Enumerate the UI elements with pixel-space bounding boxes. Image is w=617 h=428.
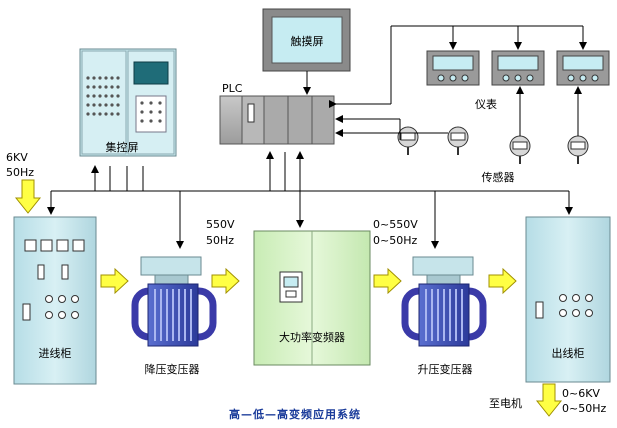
input-freq-label: 50Hz: [6, 166, 34, 179]
indicator-dot: [98, 94, 102, 98]
motor-voltage-label: 0~6KV: [562, 387, 600, 400]
indicator-dot: [110, 112, 114, 116]
indicator-dot: [140, 101, 144, 105]
indicator-dot: [98, 112, 102, 116]
indicator-dot: [86, 85, 90, 89]
inverter-cabinet: [253, 230, 371, 366]
indicator-dot: [92, 85, 96, 89]
indicator-dot: [140, 119, 144, 123]
indicator-dot: [116, 103, 120, 107]
indicator-dot: [92, 103, 96, 107]
indicator-dot: [158, 119, 162, 123]
flow-arrow-1: [100, 267, 129, 295]
indicator-dot: [149, 110, 153, 114]
plc: [219, 95, 335, 145]
indicator-dot: [98, 103, 102, 107]
step-down-transformer: [131, 256, 217, 347]
indicator-dot: [110, 85, 114, 89]
indicator-dot: [104, 76, 108, 80]
diagram-caption: 高—低—高变频应用系统: [229, 407, 361, 421]
instrument-3: [556, 50, 610, 86]
indicator-dot: [98, 76, 102, 80]
indicator-dot: [149, 119, 153, 123]
step-up-transformer: [401, 256, 487, 347]
indicator-dot: [104, 103, 108, 107]
indicator-dot: [140, 110, 144, 114]
incoming-cabinet-label: 进线柜: [39, 346, 72, 360]
indicator-dot: [158, 101, 162, 105]
motor-freq-label: 0~50Hz: [562, 402, 606, 415]
connection-lines: [47, 25, 587, 249]
flow-arrow-3: [373, 267, 402, 295]
incoming-cabinet: [13, 216, 97, 385]
mid-freq-label: 50Hz: [206, 234, 234, 247]
flow-arrow-4: [488, 267, 517, 295]
out-freq-label: 0~50Hz: [373, 234, 417, 247]
flow-arrow-2: [211, 267, 240, 295]
indicator-dot: [104, 85, 108, 89]
indicator-dot: [86, 76, 90, 80]
sensors-label: 传感器: [482, 171, 515, 184]
indicator-dot: [158, 110, 162, 114]
inverter-label: 大功率变频器: [279, 330, 345, 344]
outgoing-cabinet-label: 出线柜: [552, 346, 585, 360]
indicator-dot: [92, 94, 96, 98]
indicator-dot: [92, 112, 96, 116]
instrument-1: [426, 50, 480, 86]
sensor-3: [509, 135, 531, 164]
to-motor-label: 至电机: [489, 396, 522, 410]
control-cabinet-label: 集控屏: [106, 140, 139, 154]
step-down-label: 降压变压器: [145, 362, 200, 376]
output-power-arrow: [535, 383, 563, 417]
indicator-dot: [86, 94, 90, 98]
plc-label: PLC: [222, 82, 243, 95]
input-voltage-label: 6KV: [6, 151, 28, 164]
indicator-dot: [110, 94, 114, 98]
sensor-4: [567, 135, 589, 164]
input-power-arrow: [14, 179, 42, 214]
indicator-dot: [104, 94, 108, 98]
indicator-dot: [86, 103, 90, 107]
indicator-dot: [149, 101, 153, 105]
indicator-dot: [116, 94, 120, 98]
instruments-label: 仪表: [475, 97, 497, 111]
control-cabinet: [79, 48, 177, 157]
mid-voltage-label: 550V: [206, 218, 235, 231]
indicator-dot: [116, 112, 120, 116]
indicator-dot: [110, 103, 114, 107]
outgoing-cabinet: [525, 216, 611, 383]
indicator-dot: [86, 112, 90, 116]
indicator-dot: [116, 85, 120, 89]
touchscreen-label: 触摸屏: [291, 34, 324, 48]
touchscreen: 触摸屏: [262, 8, 351, 72]
indicator-dot: [110, 76, 114, 80]
sensor-1: [397, 126, 419, 155]
out-voltage-label: 0~550V: [373, 218, 418, 231]
instrument-2: [491, 50, 545, 86]
step-up-label: 升压变压器: [418, 362, 473, 376]
indicator-dot: [92, 76, 96, 80]
indicator-dot: [104, 112, 108, 116]
sensor-2: [447, 126, 469, 155]
indicator-dot: [116, 76, 120, 80]
control-cabinet-dots: [86, 76, 162, 123]
indicator-dot: [98, 85, 102, 89]
